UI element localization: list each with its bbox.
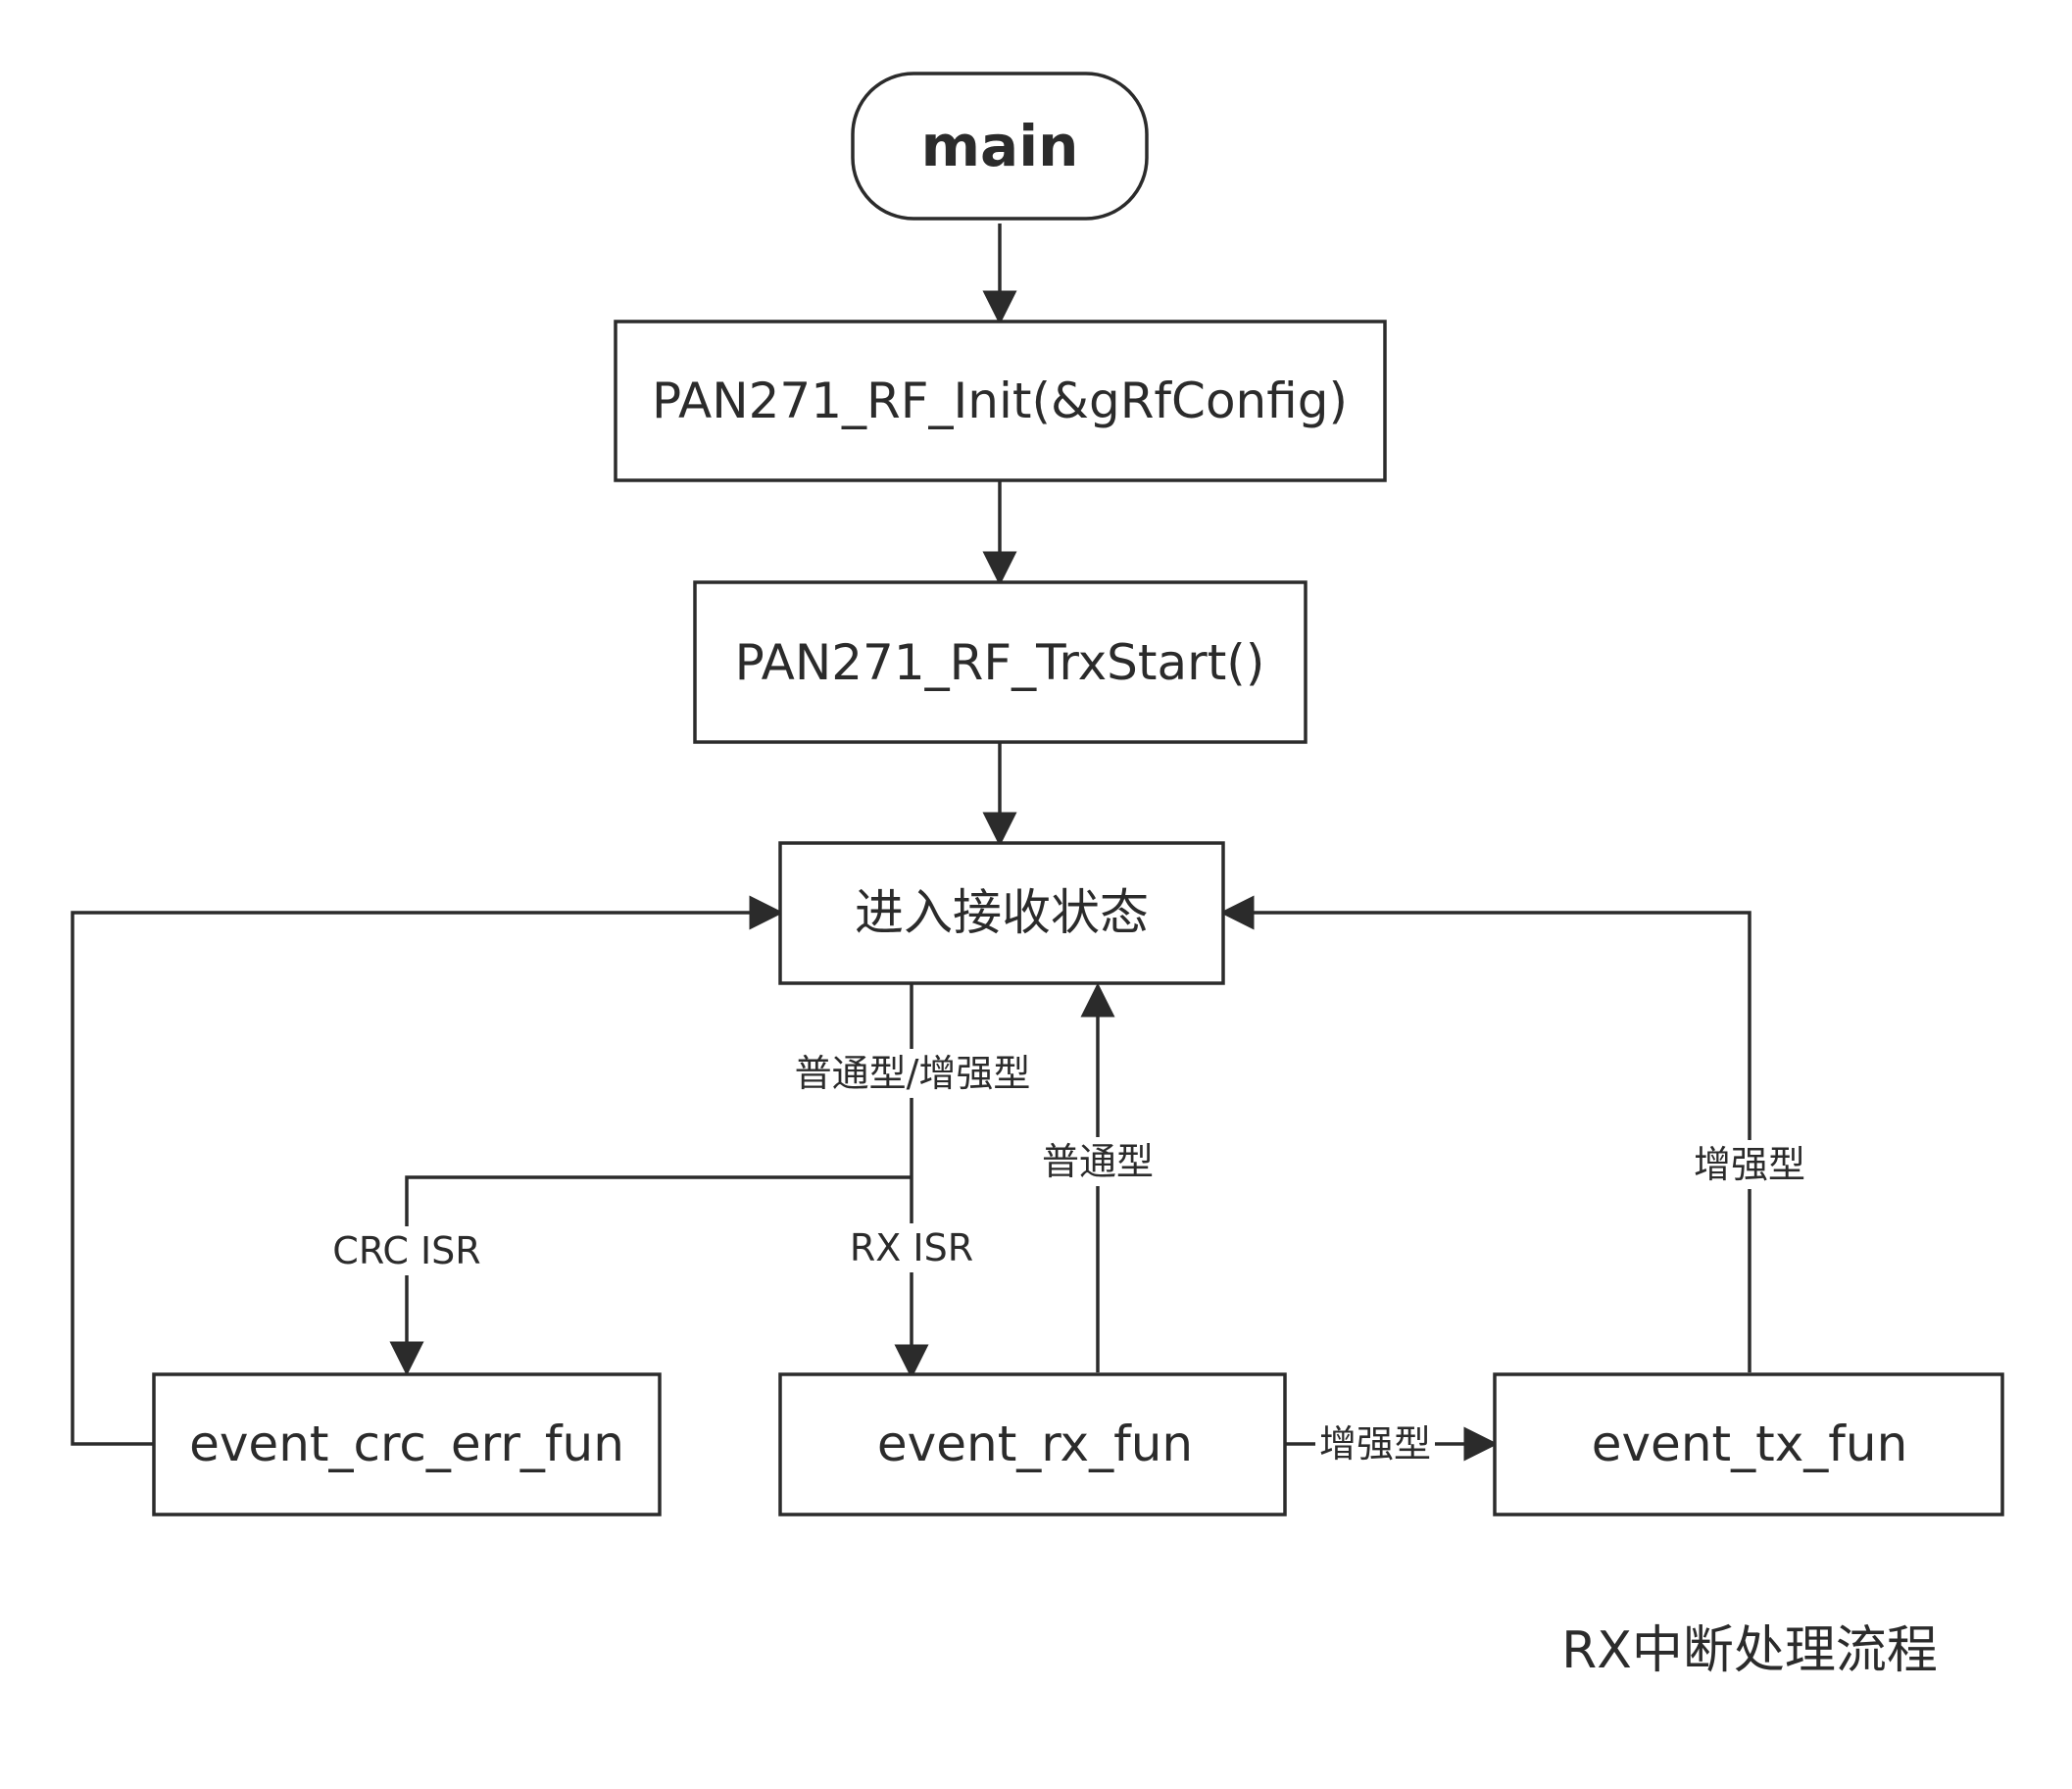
node-tx-fun-label: event_tx_fun [1592, 1416, 1908, 1472]
edge-labels: 普通型/增强型 CRC ISR RX ISR 普通型 增强型 增强型 [327, 1049, 1811, 1468]
edge-label-crc-isr: CRC ISR [332, 1229, 480, 1272]
node-rf-init: PAN271_RF_Init(&gRfConfig) [614, 320, 1387, 482]
diagram-caption: RX中断处理流程 [1561, 1621, 1938, 1680]
edge-branch-to-crc [389, 1175, 912, 1376]
edge-crc-loop-to-rxstate [71, 895, 784, 1446]
node-rx-state: 进入接收状态 [778, 841, 1225, 985]
edge-label-tx-enhanced: 增强型 [1694, 1143, 1805, 1186]
node-main: main [851, 72, 1149, 221]
node-rx-fun: event_rx_fun [778, 1372, 1287, 1516]
edge-tx-loop-to-rxstate [1219, 895, 1751, 1372]
node-trx-start-label: PAN271_RF_TrxStart() [735, 634, 1265, 691]
node-rx-state-label: 进入接收状态 [855, 884, 1149, 941]
node-trx-start: PAN271_RF_TrxStart() [693, 580, 1307, 744]
node-rf-init-label: PAN271_RF_Init(&gRfConfig) [652, 373, 1348, 429]
edge-label-rx-isr: RX ISR [850, 1226, 973, 1269]
edge-label-normal-enhanced: 普通型/增强型 [795, 1052, 1031, 1095]
edge-label-rx-enhanced: 增强型 [1319, 1422, 1431, 1466]
node-tx-fun: event_tx_fun [1493, 1372, 2004, 1516]
node-crc-err-fun: event_crc_err_fun [152, 1372, 662, 1516]
node-rx-fun-label: event_rx_fun [877, 1416, 1193, 1472]
node-main-label: main [921, 113, 1079, 179]
node-crc-err-fun-label: event_crc_err_fun [189, 1416, 624, 1472]
edge-label-rx-normal: 普通型 [1042, 1140, 1154, 1183]
edges [71, 224, 1751, 1462]
